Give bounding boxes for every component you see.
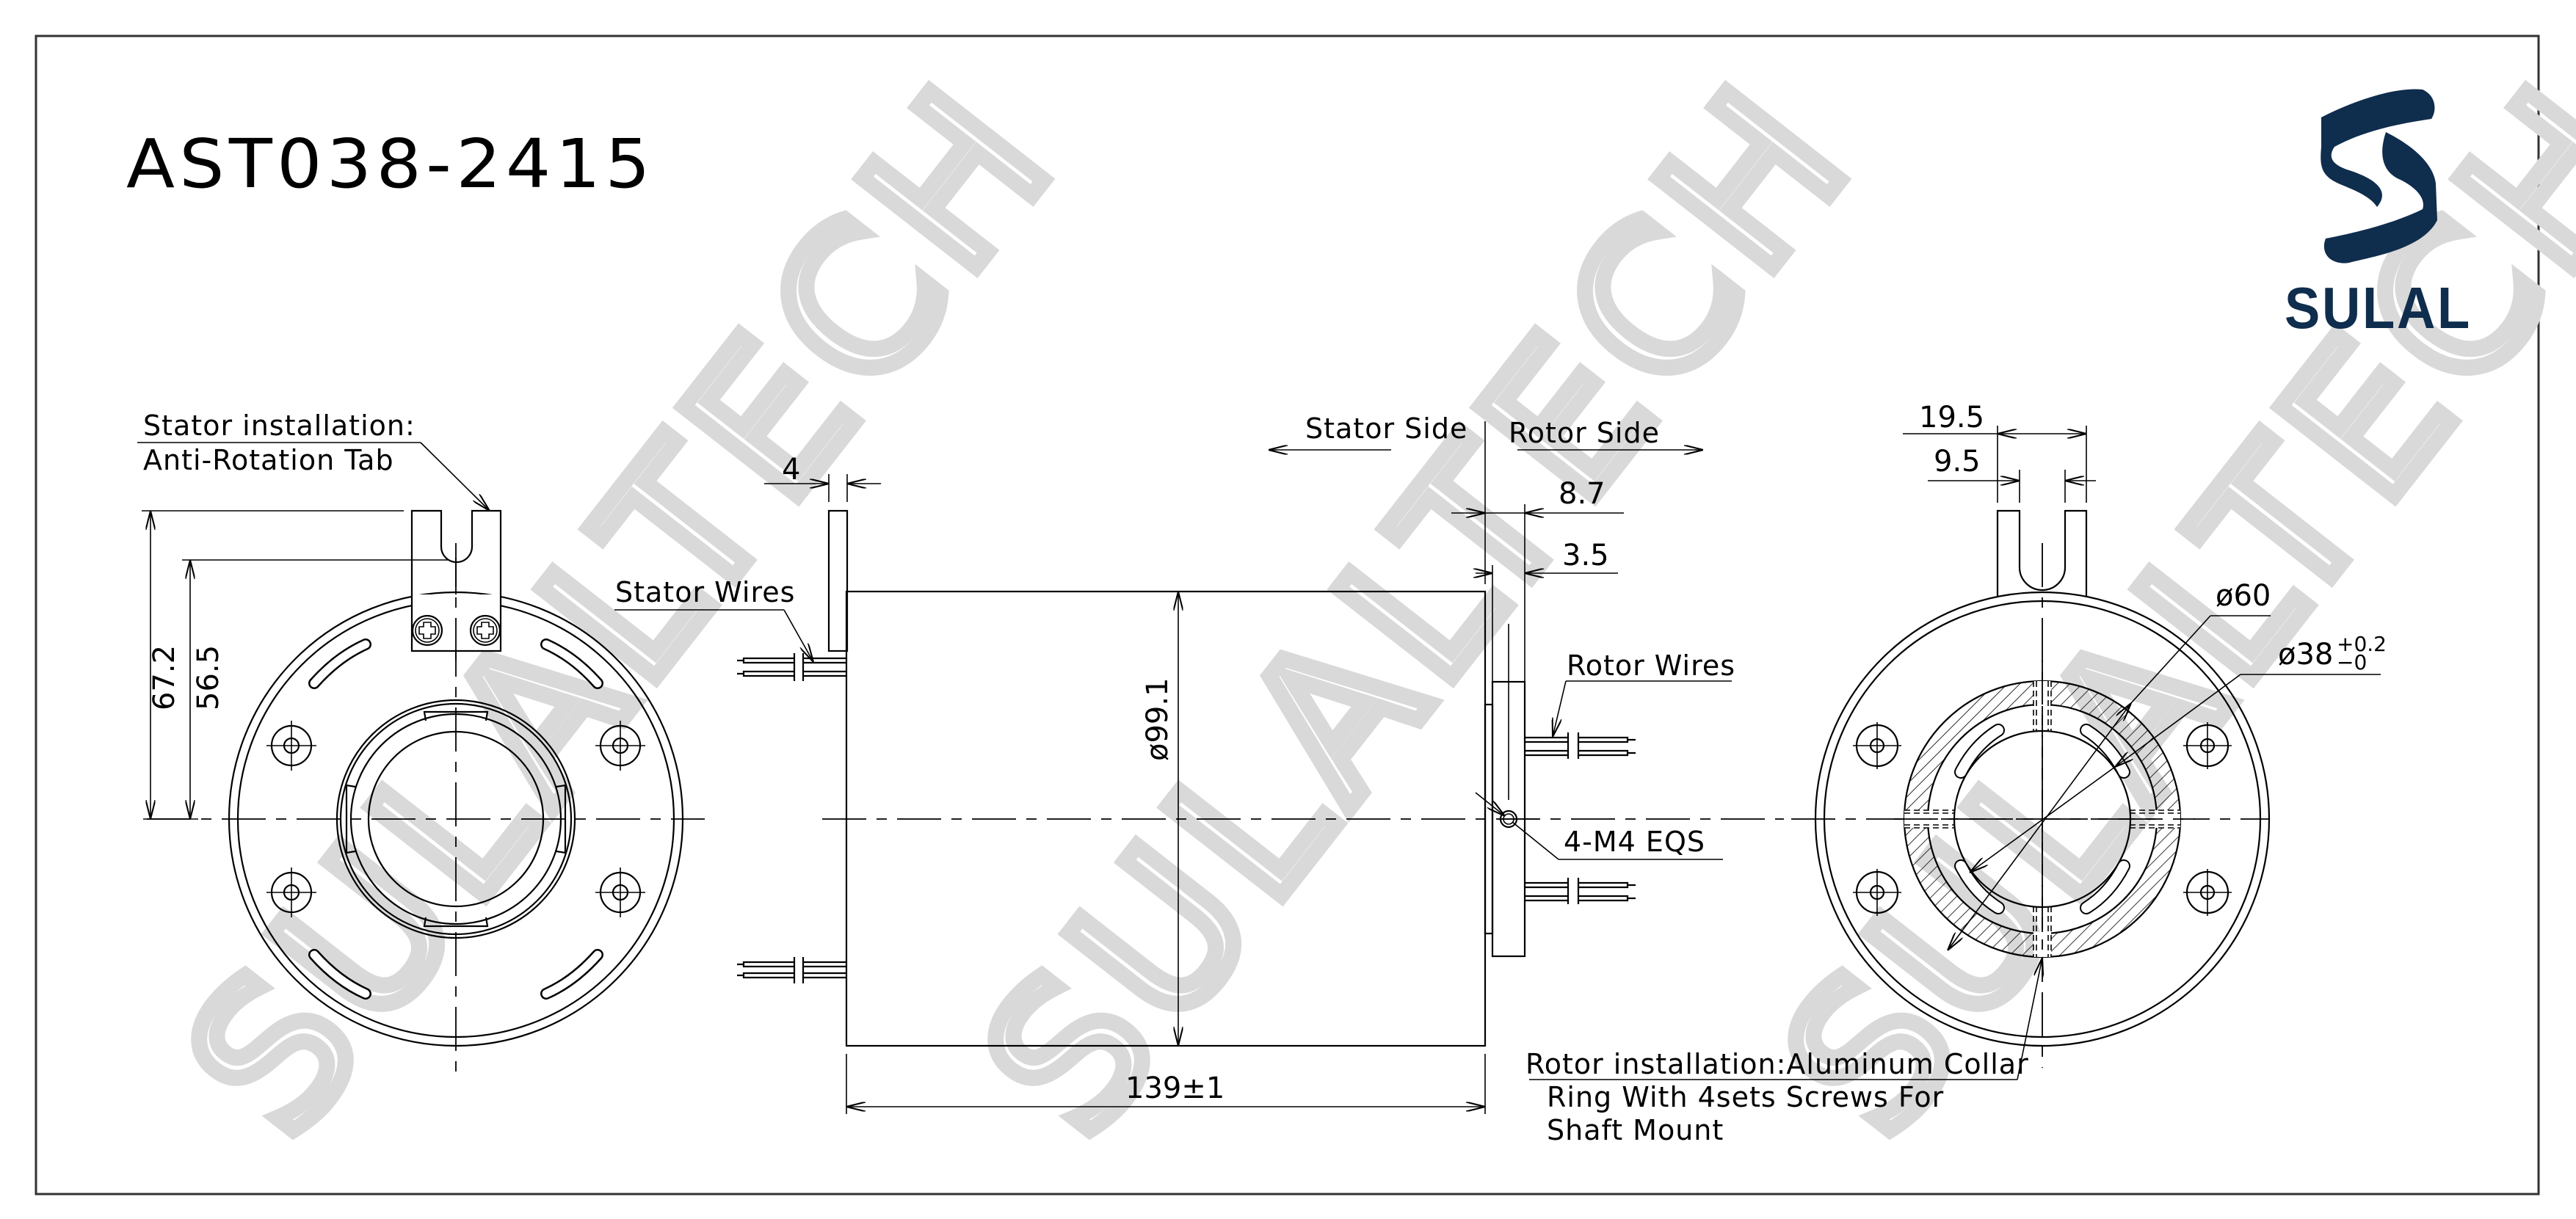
dim-rotor-collar: 3.5: [1562, 539, 1609, 572]
rotor-side-label: Rotor Side: [1509, 417, 1660, 449]
dim-slot-height: 56.5: [192, 645, 225, 710]
dim-rotor-overall: 8.7: [1559, 477, 1606, 511]
stator-side-label: Stator Side: [1305, 412, 1467, 445]
brand-logo: SULAL: [2285, 89, 2472, 341]
watermark-text-center: SULALTECH: [941, 41, 1898, 1174]
stator-callout-line1: Stator installation:: [143, 410, 416, 442]
rotor-note-line2: Ring With 4sets Screws For: [1547, 1081, 1944, 1113]
bore-tolerance-upper: +0.2: [2337, 632, 2387, 656]
dim-body-length: 139±1: [1125, 1071, 1224, 1105]
bore-tolerance-lower: −0: [2337, 650, 2367, 674]
stator-wires-label: Stator Wires: [615, 576, 795, 608]
mounting-hole: [266, 721, 645, 917]
side-view: Stator Side Rotor Side 8.7 3.5 4 ø99.1 1…: [614, 412, 1784, 1114]
screw-spec-label: 4-M4 EQS: [1564, 826, 1705, 858]
rear-view: 19.5 9.5 ø60 ø38 +0.2 −0 Rotor installat…: [1525, 401, 2387, 1146]
mounting-hole: [1853, 722, 2232, 916]
anti-rotation-tab: [410, 509, 502, 661]
stator-callout-line2: Anti-Rotation Tab: [143, 444, 394, 476]
dim-flange-thickness: 4: [782, 453, 800, 487]
s-logo-icon: [2321, 89, 2437, 263]
rotor-note-line3: Shaft Mount: [1547, 1114, 1724, 1146]
drawing-border: [35, 34, 2540, 1196]
dim-tab-height: 67.2: [148, 645, 181, 710]
rotor-wires-label: Rotor Wires: [1567, 649, 1735, 682]
dim-slot-width: 9.5: [1934, 445, 1981, 478]
dim-collar-diameter: ø60: [2216, 579, 2271, 613]
drawing-title: AST038-2415: [126, 125, 655, 203]
brand-name: SULAL: [2285, 275, 2472, 341]
rotor-note-line1: Rotor installation:Aluminum Collar: [1525, 1048, 2029, 1080]
dim-body-diameter: ø99.1: [1141, 677, 1175, 761]
dim-bore-diameter: ø38: [2278, 638, 2333, 672]
stator-wires: [737, 653, 846, 983]
dim-tab-width: 19.5: [1919, 401, 1984, 434]
rotor-wires: [1525, 732, 1636, 904]
front-view: 67.2 56.5 Stator installation: Anti-Rota…: [137, 410, 705, 1071]
